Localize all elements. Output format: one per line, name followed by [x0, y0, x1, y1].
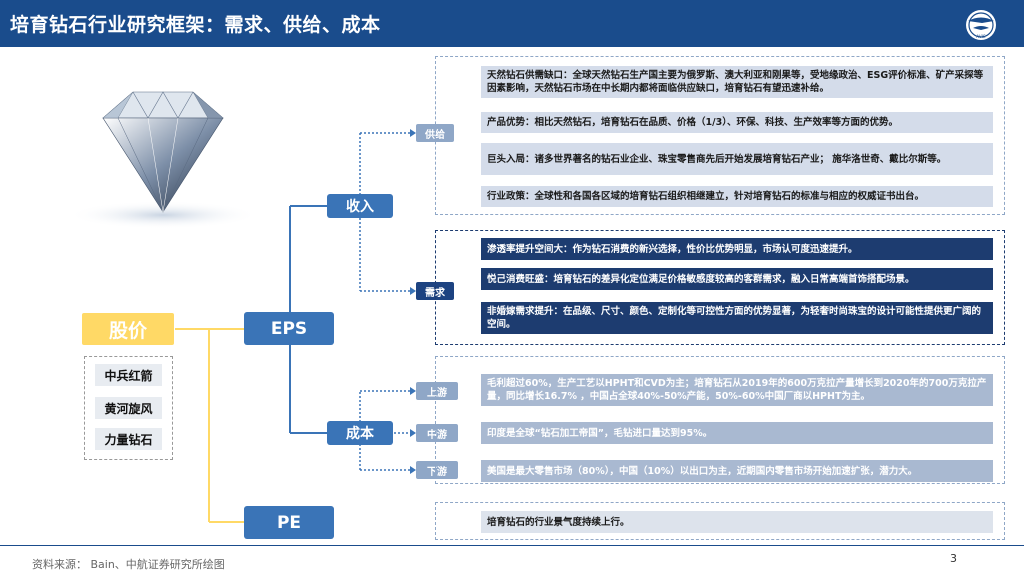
demand-item: 悦己消费旺盛：培育钻石的差异化定位满足价格敏感度较高的客群需求，融入日常高端首饰…	[481, 268, 993, 290]
pe-node: PE	[244, 506, 334, 539]
stock-item: 中兵红箭	[95, 364, 162, 386]
demand-item: 渗透率提升空间大：作为钻石消费的新兴选择，性价比优势明显，市场认可度迅速提升。	[481, 238, 993, 260]
supply-item: 产品优势：相比天然钻石，培育钻石在品质、价格（1/3）、环保、科技、生产效率等方…	[481, 112, 993, 133]
stock-price-node: 股价	[82, 313, 174, 345]
cost-node: 成本	[327, 421, 393, 445]
revenue-node: 收入	[327, 194, 393, 218]
footer-divider	[0, 545, 1024, 546]
midstream-item: 印度是全球“钻石加工帝国”，毛钻进口量达到95%。	[481, 422, 993, 444]
stock-item: 力量钻石	[95, 428, 162, 450]
downstream-item: 美国是最大零售市场（80%），中国（10%）以出口为主，近期国内零售市场开始加速…	[481, 460, 993, 482]
supply-item: 行业政策：全球性和各国各区域的培育钻石组织相继建立，针对培育钻石的标准与相应的权…	[481, 186, 993, 207]
upstream-item: 毛利超过60%，生产工艺以HPHT和CVD为主；培育钻石从2019年的600万克…	[481, 374, 993, 406]
page-number: 3	[950, 552, 957, 565]
demand-item: 非婚嫁需求提升：在品级、尺寸、颜色、定制化等可控性方面的优势显著，为轻奢时尚珠宝…	[481, 302, 993, 334]
source-note: 资料来源： Bain、中航证券研究所绘图	[32, 556, 225, 572]
supply-item: 巨头入局：诸多世界著名的钻石业企业、珠宝零售商先后开始发展培育钻石产业； 施华洛…	[481, 143, 993, 175]
supply-item: 天然钻石供需缺口：全球天然钻石生产国主要为俄罗斯、澳大利亚和刚果等，受地缘政治、…	[481, 66, 993, 98]
stock-item: 黄河旋风	[95, 397, 162, 419]
eps-node: EPS	[244, 312, 334, 345]
pe-item: 培育钻石的行业景气度持续上行。	[481, 511, 993, 533]
